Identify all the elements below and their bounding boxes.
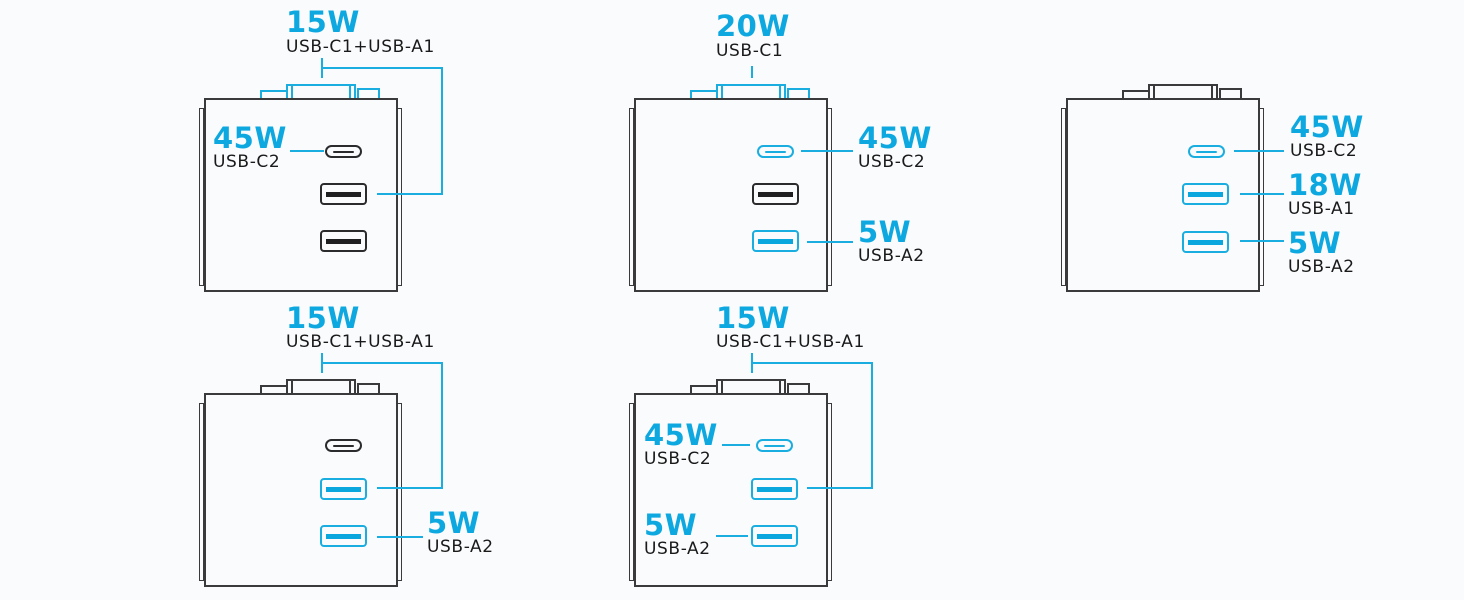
connector-line	[807, 487, 873, 489]
connector-line	[801, 150, 853, 152]
charger-panel-5: 15W USB-C1+USB-A1 45W USB-C2 5W USB-A2	[624, 295, 873, 595]
usb-c1-connector	[286, 84, 356, 100]
usb-a1-port	[320, 183, 367, 205]
port-label: USB-C1+USB-A1	[286, 37, 435, 57]
port-label: USB-C2	[644, 449, 712, 469]
port-label: USB-A2	[858, 246, 925, 266]
connector-line	[321, 362, 443, 364]
connector-line	[716, 535, 748, 537]
connector-line	[321, 67, 443, 69]
connector-line	[377, 536, 423, 538]
port-label: USB-C1+USB-A1	[286, 332, 435, 352]
connector-line	[1240, 240, 1284, 242]
usb-c1-connector	[716, 84, 786, 100]
charger-panel-3: 45W USB-C2 18W USB-A1 5W USB-A2	[1056, 0, 1363, 300]
port-label: USB-A2	[427, 537, 494, 557]
port-label: USB-C1	[716, 41, 784, 61]
usb-a2-port	[320, 230, 367, 252]
connector-line	[377, 193, 443, 195]
usb-a1-port	[1182, 183, 1229, 205]
usb-c2-port	[325, 439, 362, 452]
wattage-label: 45W	[644, 418, 718, 452]
usb-c1-connector	[1148, 84, 1218, 100]
wattage-label: 18W	[1288, 168, 1362, 202]
side-connector-right	[787, 88, 810, 100]
usb-c2-port	[757, 145, 794, 158]
connector-line	[807, 241, 853, 243]
connector-line	[871, 362, 873, 489]
charger-body	[1066, 98, 1260, 292]
usb-c2-port	[756, 439, 793, 452]
charger-panel-1: 15W USB-C1+USB-A1 45W USB-C2	[194, 0, 443, 300]
usb-a2-port	[751, 525, 798, 547]
connector-line	[441, 362, 443, 489]
side-connector-right	[1219, 88, 1242, 100]
port-label: USB-C2	[213, 152, 281, 172]
charger-body	[204, 393, 398, 587]
port-label: USB-C2	[858, 152, 926, 172]
usb-a1-port	[752, 183, 799, 205]
charger-body	[634, 98, 828, 292]
connector-line	[441, 67, 443, 195]
usb-c2-port	[1188, 145, 1225, 158]
wattage-label: 5W	[858, 215, 912, 249]
usb-a1-port	[320, 478, 367, 500]
side-connector-right	[357, 88, 380, 100]
connector-line	[1240, 193, 1284, 195]
side-rail-left	[1061, 108, 1066, 286]
connector-line	[751, 66, 753, 78]
connector-line	[1234, 150, 1284, 152]
wattage-label: 5W	[1288, 226, 1342, 260]
usb-c1-connector	[716, 379, 786, 395]
usb-a1-port	[751, 478, 798, 500]
charger-panel-4: 15W USB-C1+USB-A1 5W USB-A2	[194, 295, 493, 595]
port-label: USB-A2	[644, 539, 711, 559]
side-rail-left	[629, 403, 634, 581]
side-connector-right	[357, 383, 380, 395]
wattage-label: 15W	[716, 301, 790, 335]
wattage-label: 15W	[286, 301, 360, 335]
port-label: USB-A1	[1288, 199, 1355, 219]
charger-panel-2: 20W USB-C1 45W USB-C2 5W USB-A2	[624, 0, 931, 300]
connector-line	[751, 362, 873, 364]
side-rail-left	[629, 108, 634, 286]
usb-a2-port	[1182, 231, 1229, 253]
wattage-label: 5W	[644, 508, 698, 542]
connector-line	[290, 150, 324, 152]
usb-c2-port	[325, 145, 362, 158]
wattage-label: 5W	[427, 506, 481, 540]
side-rail-left	[199, 403, 204, 581]
usb-a2-port	[752, 230, 799, 252]
port-label: USB-C2	[1290, 141, 1358, 161]
usb-a2-port	[320, 525, 367, 547]
wattage-label: 45W	[858, 121, 932, 155]
connector-line	[722, 444, 750, 446]
port-label: USB-C1+USB-A1	[716, 332, 865, 352]
wattage-label: 45W	[213, 121, 287, 155]
charger-body	[634, 393, 828, 587]
port-label: USB-A2	[1288, 257, 1355, 277]
wattage-label: 15W	[286, 5, 360, 39]
connector-line	[377, 487, 443, 489]
side-connector-right	[787, 383, 810, 395]
side-rail-left	[199, 108, 204, 286]
wattage-label: 20W	[716, 9, 790, 43]
wattage-label: 45W	[1290, 110, 1364, 144]
usb-c1-connector	[286, 379, 356, 395]
